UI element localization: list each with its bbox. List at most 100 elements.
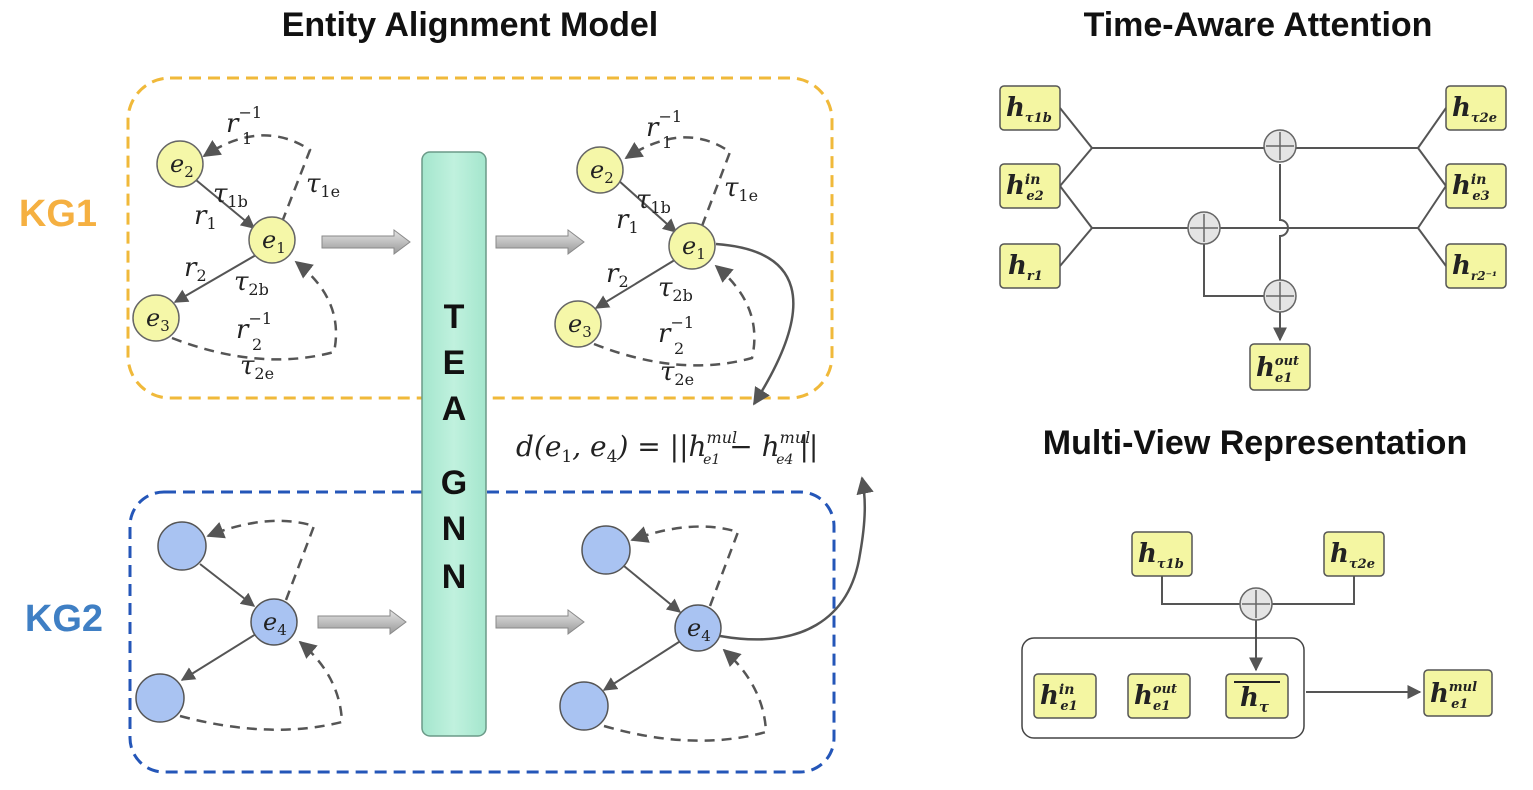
node-e1 bbox=[248, 216, 296, 264]
box-h-tau1b-label: hτ1b bbox=[1006, 93, 1052, 126]
tea-gnn-letter-3: A bbox=[442, 390, 467, 428]
tea-gnn-letter-5: N bbox=[442, 510, 467, 548]
arrow-kg2-into-model bbox=[317, 609, 407, 635]
edge-kg2-b-e4-inverse bbox=[179, 640, 344, 731]
label-r2: r2 bbox=[184, 253, 207, 285]
kg2-output-graph: e4 bbox=[559, 525, 768, 742]
edge-e1-e3-out bbox=[594, 257, 679, 309]
label-tau2b-out: τ2b bbox=[658, 273, 693, 305]
kg2-input-graph: e4 bbox=[135, 519, 344, 731]
tta-connector-tau1b bbox=[1059, 107, 1093, 149]
node-e4-out bbox=[674, 604, 722, 652]
box-h-tau2e-label: hτ2e bbox=[1452, 93, 1497, 126]
node-e1-out-label: e1 bbox=[682, 232, 706, 263]
mv-connector-tau1b bbox=[1161, 574, 1240, 605]
arrow-kg1-into-model bbox=[321, 229, 411, 255]
edge-e2-e1 bbox=[195, 179, 256, 229]
node-kg2-b-out bbox=[559, 681, 609, 731]
label-r1-out: r1 bbox=[616, 205, 639, 237]
node-e1-out bbox=[668, 222, 716, 270]
label-tau1b-out: τ1b bbox=[636, 185, 671, 217]
edge-e3-e1-inverse-out bbox=[593, 264, 756, 367]
tta-connector-r1 bbox=[1059, 227, 1093, 267]
node-kg2-b bbox=[135, 673, 185, 723]
node-e3-label: e3 bbox=[146, 304, 170, 335]
oplus-icon bbox=[1239, 587, 1273, 621]
edge-kg2-e4-b-out bbox=[602, 639, 683, 691]
box-h-r1 bbox=[999, 243, 1061, 289]
node-e3 bbox=[132, 294, 180, 342]
mv-box-h-e1-out bbox=[1127, 673, 1191, 719]
box-h-tau2e bbox=[1445, 85, 1507, 131]
edge-e1-e2-inverse-out bbox=[624, 136, 732, 227]
node-e2 bbox=[156, 140, 204, 188]
label-tau1e: τ1e bbox=[306, 169, 340, 201]
tta-connector-e2-down bbox=[1059, 185, 1093, 229]
node-e4-label: e4 bbox=[263, 608, 287, 639]
edge-kg2-a-e4 bbox=[199, 563, 256, 607]
node-e4 bbox=[250, 598, 298, 646]
edge-kg2-e4-a-inverse-out bbox=[630, 525, 740, 607]
title-entity-alignment-model: Entity Alignment Model bbox=[282, 6, 659, 44]
label-tau1e-out: τ1e bbox=[724, 173, 758, 205]
kg1-label: KG1 bbox=[19, 193, 97, 235]
edge-e1-e2-inverse bbox=[202, 134, 312, 223]
arrow-e1-to-distance bbox=[715, 242, 795, 406]
tta-connector-e3-up bbox=[1417, 147, 1447, 187]
label-r2-out: r2 bbox=[606, 259, 629, 291]
edge-kg2-e4-a-inverse bbox=[206, 519, 316, 601]
mv-box-h-tau1b-label: hτ1b bbox=[1138, 539, 1184, 572]
arrow-kg2-out-of-model bbox=[495, 609, 585, 635]
oplus-icon bbox=[1187, 211, 1221, 245]
tta-connector-e2-up bbox=[1059, 147, 1093, 187]
edge-e2-e1-out bbox=[617, 179, 678, 233]
edge-kg2-b-e4-inverse-out bbox=[603, 648, 768, 742]
title-multi-view-representation: Multi-View Representation bbox=[1043, 424, 1467, 462]
mv-box-h-tau-bar bbox=[1225, 673, 1289, 719]
node-e2-out-label: e2 bbox=[590, 156, 614, 187]
tea-gnn-letter-6: N bbox=[442, 558, 467, 596]
node-e2-label: e2 bbox=[170, 150, 194, 181]
box-h-tau1b bbox=[999, 85, 1061, 131]
arrow-e4-to-distance bbox=[719, 476, 874, 641]
oplus-icon bbox=[1263, 279, 1297, 313]
node-kg2-a-out bbox=[581, 525, 631, 575]
node-e3-out-label: e3 bbox=[568, 310, 592, 341]
edge-kg2-a-e4-out bbox=[623, 565, 682, 613]
label-r1: r1 bbox=[194, 201, 217, 233]
node-e3-out bbox=[554, 300, 602, 348]
box-h-r2-inverse bbox=[1445, 243, 1507, 289]
box-h-e1-out bbox=[1249, 343, 1311, 391]
mv-box-h-e1-mul bbox=[1423, 669, 1493, 717]
mv-connector-tau2e bbox=[1272, 576, 1355, 605]
mv-box-h-tau1b bbox=[1131, 531, 1193, 577]
box-h-e2-in bbox=[999, 163, 1061, 209]
tea-gnn-letter-4: G bbox=[441, 464, 467, 502]
mv-box-h-e1-in bbox=[1033, 673, 1097, 719]
label-tau1b: τ1b bbox=[213, 179, 248, 211]
kg2-boundary bbox=[128, 490, 836, 774]
tta-vertical-bridge bbox=[1279, 164, 1289, 282]
tea-gnn-letter-1: T bbox=[444, 298, 465, 336]
label-tau2e: τ2e bbox=[240, 351, 274, 383]
oplus-icon bbox=[1263, 129, 1297, 163]
title-time-aware-attention: Time-Aware Attention bbox=[1084, 6, 1433, 44]
arrow-kg1-out-of-model bbox=[495, 229, 585, 255]
tea-gnn-block bbox=[421, 151, 487, 737]
kg2-label: KG2 bbox=[25, 598, 103, 640]
